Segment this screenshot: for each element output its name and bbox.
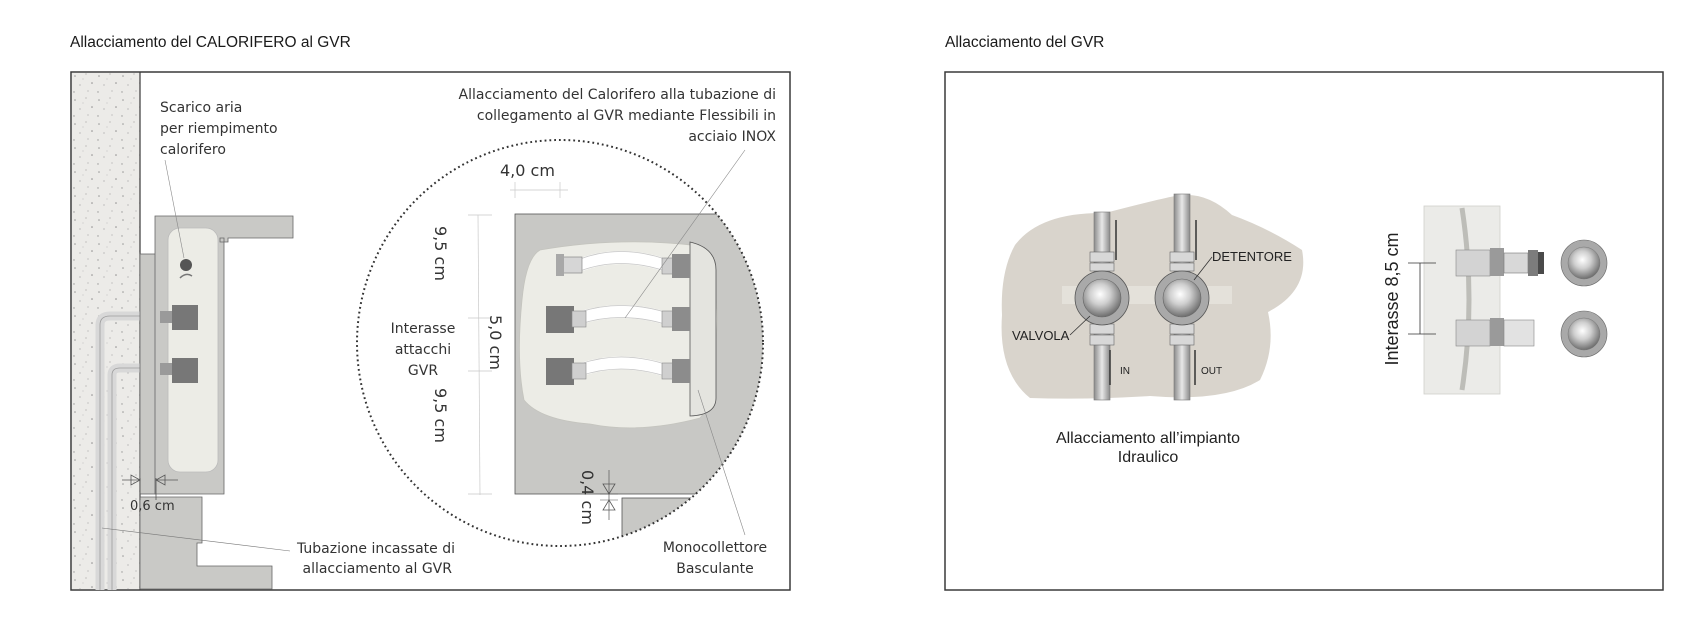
valvola-label: VALVOLA [1012,328,1070,343]
left-panel-title: Allacciamento del CALORIFERO al GVR [70,34,351,51]
dim-95b-label: 9,5 cm [431,388,450,443]
air-vent-icon [180,259,192,271]
detentore-label: DETENTORE [1212,249,1292,264]
dim-40-label: 4,0 cm [500,161,555,180]
dim-04-label: 0,4 cm [578,470,597,525]
interasse-85-label: Interasse 8,5 cm [1382,232,1402,365]
interasse-label-3: GVR [408,363,438,379]
air-vent-label-3: calorifero [160,142,226,158]
monocollector-bar [689,241,717,417]
interasse-label-1: Interasse [391,321,456,337]
inox-label-3: acciaio INOX [688,129,776,145]
air-vent-label-1: Scarico aria [160,100,242,116]
floor-section [139,496,273,590]
dim-95a-label: 9,5 cm [431,226,450,281]
inox-label-2: collegamento al GVR mediante Flessibili … [477,108,776,124]
right-diagram: VALVOLA DETENTORE IN OUT Allacciamento a… [944,71,1664,591]
out-label: OUT [1201,366,1222,377]
connector-upper [172,305,198,330]
left-diagram: 0,6 cm Scarico aria per riempimento calo… [70,71,791,591]
tubazione-label-2: allacciamento al GVR [302,561,452,577]
interasse-label-2: attacchi [395,342,451,358]
gvr-side-panel [1423,205,1501,395]
connector-lower [172,358,198,383]
mono-label-1: Monocollettore [663,540,767,556]
inox-label-1: Allacciamento del Calorifero alla tubazi… [459,87,776,103]
wall-section [72,73,140,589]
mono-label-2: Basculante [676,561,754,577]
right-panel-title: Allacciamento del GVR [945,34,1105,51]
dim-06-label: 0,6 cm [130,499,175,514]
air-vent-label-2: per riempimento [160,121,278,137]
detail-magnifier [356,139,764,547]
tubazione-label-1: Tubazione incassate di [296,541,455,557]
in-label: IN [1120,366,1130,377]
impianto-label-2: Idraulico [1118,449,1179,466]
impianto-label-1: Allacciamento all’impianto [1056,430,1240,447]
dim-50-label: 5,0 cm [486,315,505,370]
